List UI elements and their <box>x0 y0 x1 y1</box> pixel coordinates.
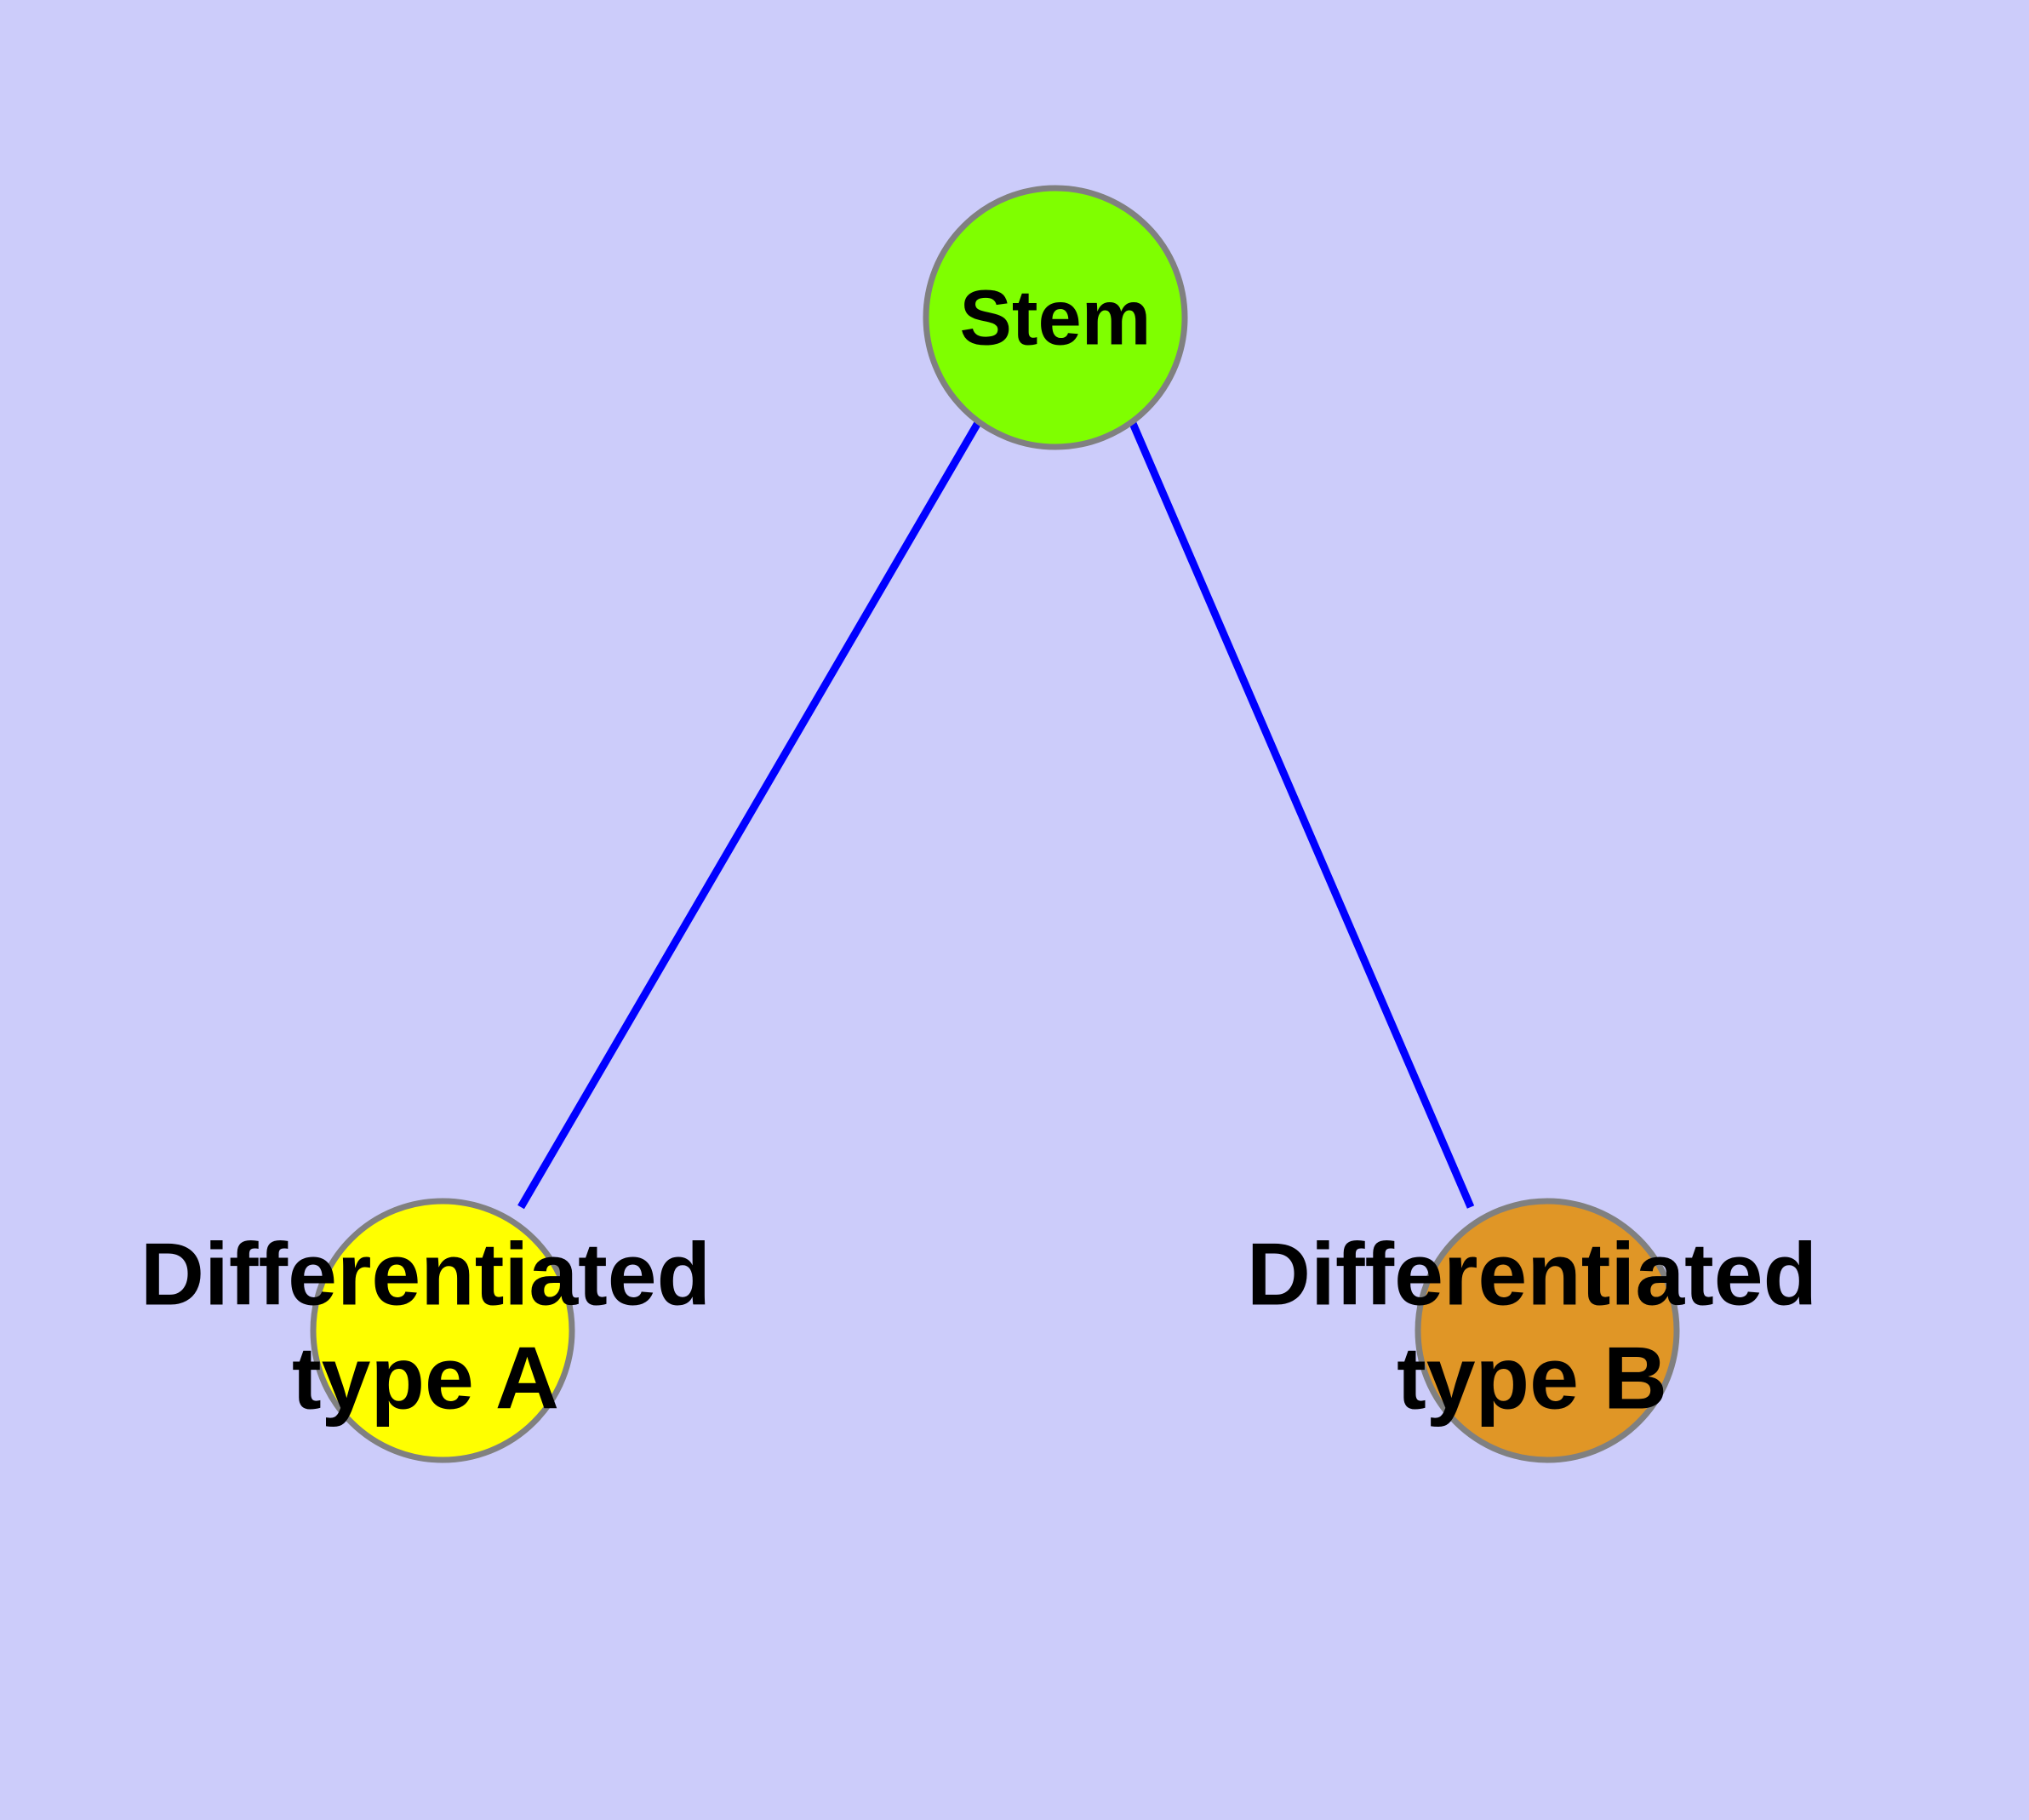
edge-stem-to-differentiated-type-b[interactable] <box>1128 420 1475 1209</box>
node-label-differentiated-type-b-line1: Differentiated <box>1247 1225 1817 1324</box>
node-circle-stem[interactable] <box>923 185 1188 450</box>
node-label-differentiated-type-a-line2: type A <box>292 1329 559 1428</box>
edge-layer <box>517 419 1475 1210</box>
node-label-differentiated-type-b-line2: type B <box>1397 1329 1667 1428</box>
node-label-stem: Stem <box>960 274 1152 361</box>
node-label-differentiated-type-a-line1: Differentiated <box>140 1225 711 1324</box>
node-circle-differentiated-type-a[interactable] <box>310 1198 575 1463</box>
label-layer: Stem Differentiated type A Differentiate… <box>140 274 1817 1428</box>
edge-stem-to-differentiated-type-a[interactable] <box>517 419 982 1210</box>
node-circle-differentiated-type-b[interactable] <box>1415 1198 1680 1463</box>
node-layer <box>310 185 1680 1463</box>
